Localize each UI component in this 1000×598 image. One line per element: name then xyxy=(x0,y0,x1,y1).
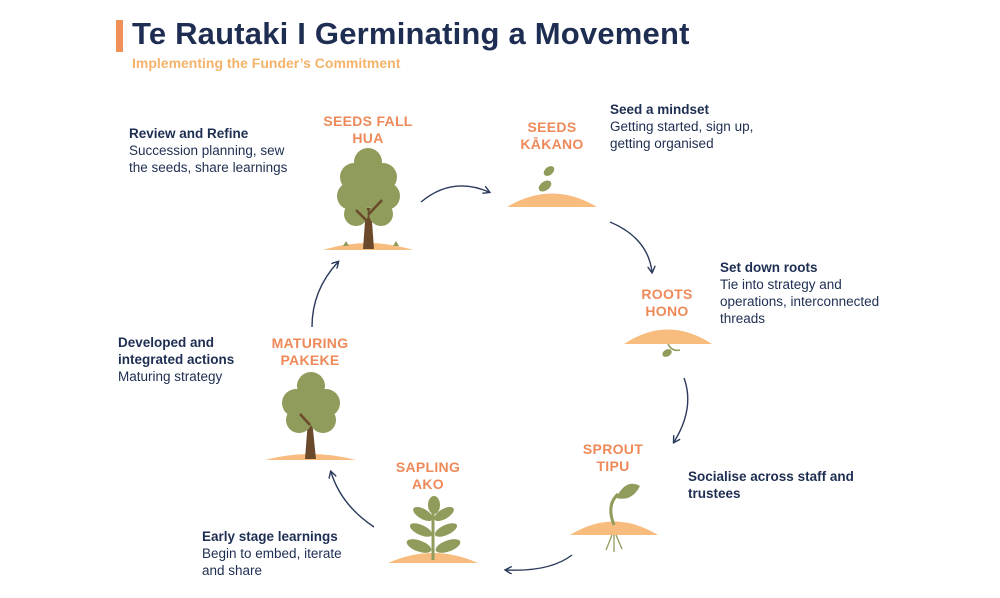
desc-seeds-fall: Review and Refine Succession planning, s… xyxy=(129,125,304,176)
sprout-leaf xyxy=(616,483,640,499)
arrow-maturing-to-fall xyxy=(311,262,338,328)
desc-sapling: Early stage learnings Begin to embed, it… xyxy=(202,528,362,579)
title-accent-bar xyxy=(116,20,123,52)
desc-maturing: Developed and integrated actions Maturin… xyxy=(118,334,258,385)
arrow-sapling-to-maturing xyxy=(331,472,375,528)
arrow-sprout-to-sapling xyxy=(506,554,573,570)
seed-leaf-2 xyxy=(538,180,552,192)
desc-heading: Set down roots xyxy=(720,260,818,275)
stage-name: MATURING xyxy=(271,335,349,351)
stage-label-maturing: MATURING PAKEKE xyxy=(255,335,365,369)
page-subtitle: Implementing the Funder’s Commitment xyxy=(132,55,401,71)
desc-body: Getting started, sign up, getting organi… xyxy=(610,119,754,151)
root-line xyxy=(667,343,681,352)
stage-name: ROOTS xyxy=(641,286,693,302)
stage-name: SEEDS xyxy=(527,119,577,135)
desc-roots: Set down roots Tie into strategy and ope… xyxy=(720,259,900,327)
stage-maori-name: AKO xyxy=(411,476,444,492)
desc-body: Tie into strategy and operations, interc… xyxy=(720,277,880,326)
stage-label-sapling: SAPLING AKO xyxy=(373,459,483,493)
desc-heading: Developed and integrated actions xyxy=(118,335,235,367)
stage-name: SPROUT xyxy=(582,441,644,457)
maturing-trunk xyxy=(305,420,316,459)
desc-heading: Review and Refine xyxy=(129,126,249,141)
stage-maori-name: KĀKANO xyxy=(520,136,584,152)
sprout-soil xyxy=(570,521,658,535)
sprout-stem xyxy=(609,492,620,526)
fallen-seed-right xyxy=(393,241,399,246)
stage-label-sprout: SPROUT TIPU xyxy=(558,441,668,475)
seeds-fall-tree-illustration xyxy=(323,148,413,250)
roots-soil xyxy=(624,329,712,344)
seed-leaf-1 xyxy=(543,166,555,176)
desc-heading: Seed a mindset xyxy=(610,102,710,117)
stage-maori-name: TIPU xyxy=(596,458,630,474)
seeds-soil xyxy=(507,193,597,207)
root-leaf xyxy=(662,349,672,357)
roots-illustration xyxy=(624,329,712,357)
stage-name: SAPLING xyxy=(395,459,461,475)
stage-label-seeds-fall: SEEDS FALL HUA xyxy=(308,113,428,147)
desc-heading: Socialise across staff and trustees xyxy=(688,469,854,501)
sapling-illustration xyxy=(388,496,478,563)
sprout-illustration xyxy=(570,483,658,552)
stage-maori-name: HONO xyxy=(645,303,689,319)
arrow-fall-to-seeds xyxy=(420,185,489,203)
seeds-illustration xyxy=(507,166,597,207)
arrow-seeds-to-roots xyxy=(609,221,652,272)
page-title: Te Rautaki I Germinating a Movement xyxy=(132,16,690,51)
maturing-tree-illustration xyxy=(265,372,356,460)
desc-seeds: Seed a mindset Getting started, sign up,… xyxy=(610,101,760,152)
sprout-roots xyxy=(605,534,623,552)
stage-label-seeds: SEEDS KĀKANO xyxy=(492,119,612,153)
desc-body: Begin to embed, iterate and share xyxy=(202,546,342,578)
stage-label-roots: ROOTS HONO xyxy=(612,286,722,320)
fallen-seed-left xyxy=(343,241,349,246)
arrow-roots-to-sprout xyxy=(674,377,689,442)
desc-body: Succession planning, sew the seeds, shar… xyxy=(129,143,288,175)
desc-heading: Early stage learnings xyxy=(202,529,338,544)
stage-maori-name: HUA xyxy=(352,130,384,146)
stage-maori-name: PAKEKE xyxy=(280,352,340,368)
desc-body: Maturing strategy xyxy=(118,369,223,384)
stage-name: SEEDS FALL xyxy=(323,113,413,129)
desc-sprout: Socialise across staff and trustees xyxy=(688,468,858,502)
